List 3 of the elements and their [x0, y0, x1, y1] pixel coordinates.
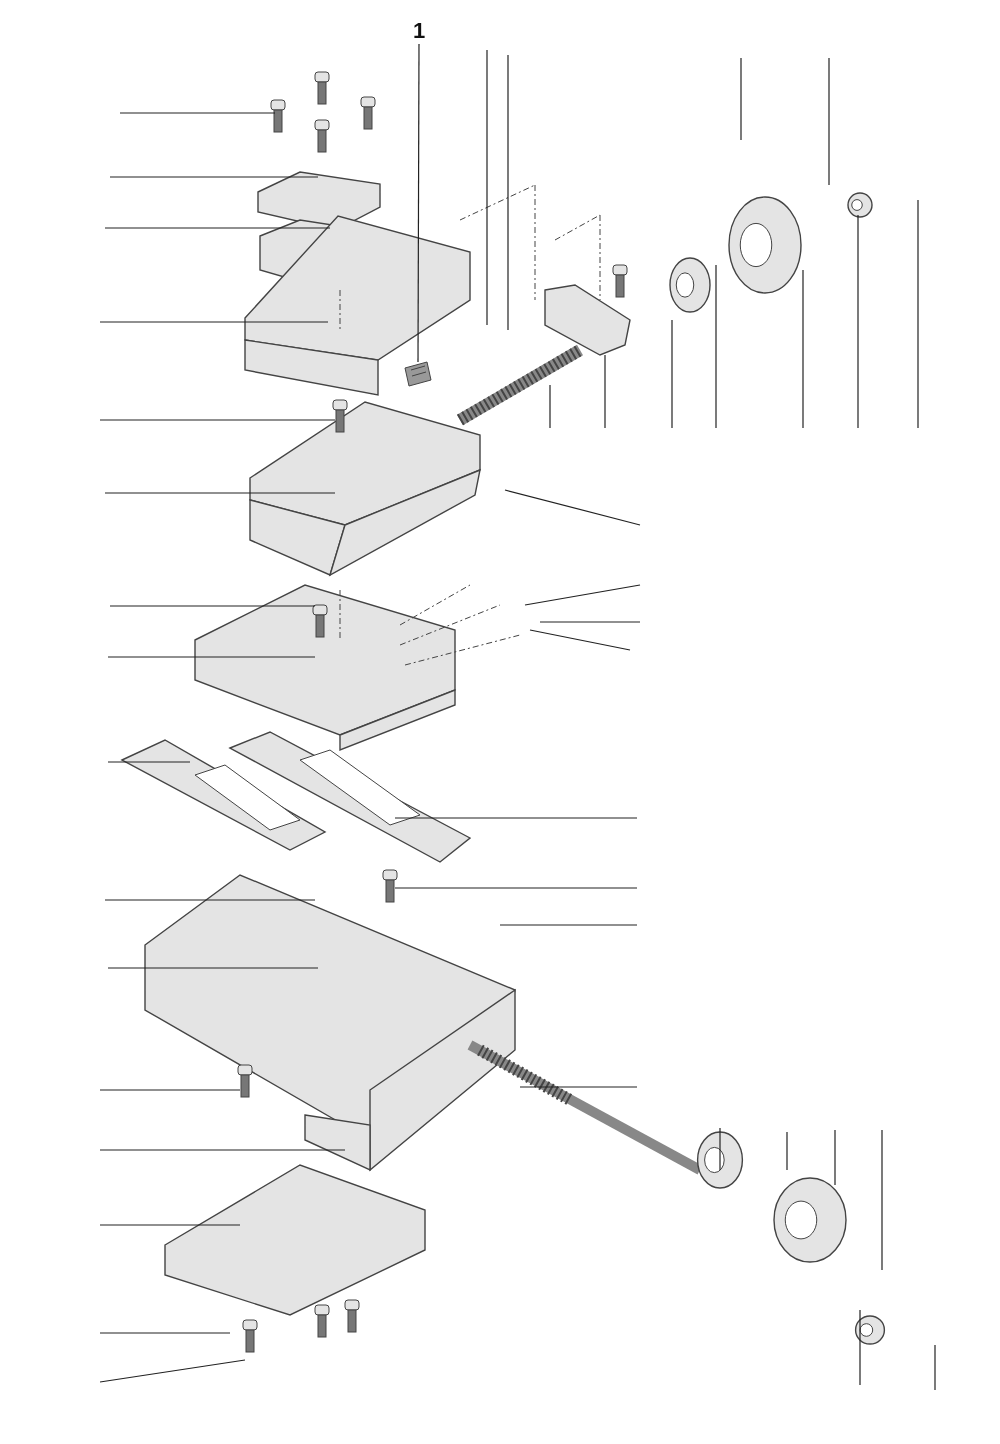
- screw-part-drawing: [404, 361, 432, 387]
- leader-line: [417, 43, 420, 363]
- callout-number: 1: [411, 18, 427, 44]
